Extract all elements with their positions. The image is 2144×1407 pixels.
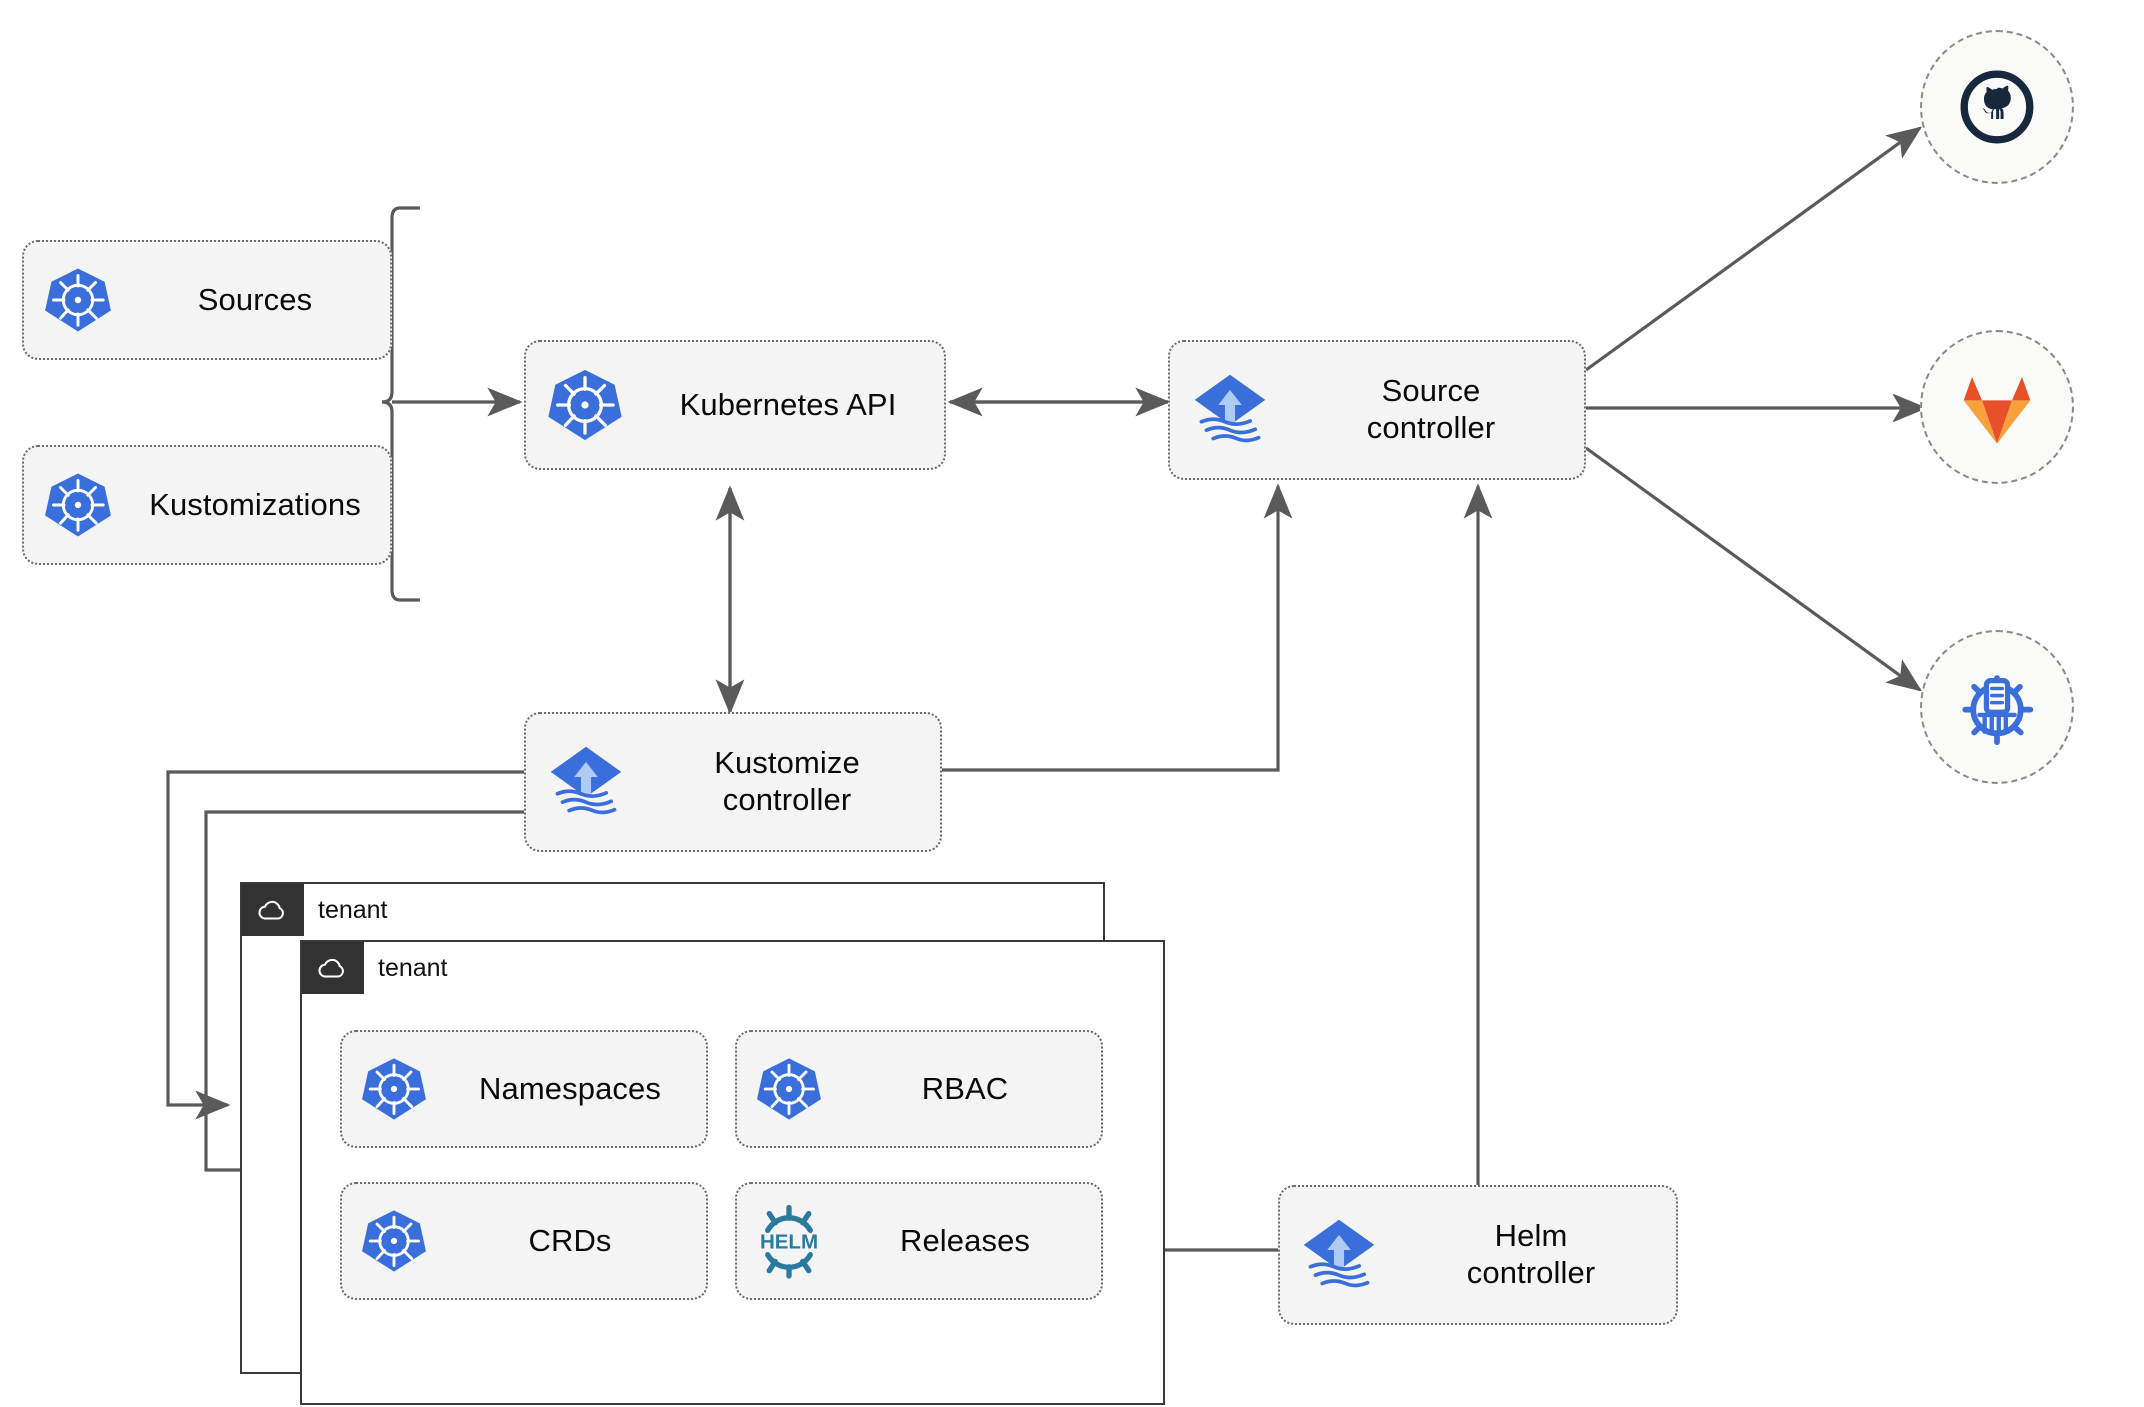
source-controller-line2: controller [1366, 410, 1496, 445]
node-helm-controller[interactable]: Helm controller [1278, 1185, 1678, 1325]
node-namespaces-label: Namespaces [479, 1070, 661, 1106]
kubernetes-icon [737, 1055, 841, 1123]
node-rbac[interactable]: RBAC [735, 1030, 1103, 1148]
cloud-icon [302, 942, 364, 994]
provider-github[interactable] [1920, 30, 2074, 184]
source-controller-line1: Source [1381, 373, 1481, 409]
node-sources-label: Sources [197, 281, 313, 317]
provider-bucket[interactable] [1920, 630, 2074, 784]
cloud-icon [242, 884, 304, 936]
node-releases[interactable]: HELM Releases [735, 1182, 1103, 1300]
gitlab-icon [1963, 377, 2031, 444]
helm-icon: HELM [737, 1203, 841, 1279]
tenant-panel-1-label: tenant [318, 896, 388, 924]
provider-gitlab[interactable] [1920, 330, 2074, 484]
node-kustomize-controller[interactable]: Kustomize controller [524, 712, 942, 852]
node-kubernetes-api-label: Kubernetes API [679, 386, 897, 422]
node-kubernetes-api[interactable]: Kubernetes API [524, 340, 946, 470]
node-sources[interactable]: Sources [22, 240, 392, 360]
tenant-panel-2[interactable]: tenant [300, 940, 1165, 1405]
kubernetes-icon [342, 1207, 446, 1275]
svg-text:HELM: HELM [760, 1231, 818, 1254]
helm-controller-line1: Helm [1494, 1218, 1568, 1254]
node-namespaces[interactable]: Namespaces [340, 1030, 708, 1148]
flux-icon [1280, 1213, 1398, 1297]
node-kustomizations[interactable]: Kustomizations [22, 445, 392, 565]
kubernetes-icon [342, 1055, 446, 1123]
node-helm-controller-label: Helm controller [1398, 1218, 1676, 1291]
helm-controller-line2: controller [1466, 1255, 1596, 1290]
kustomize-controller-line1: Kustomize [714, 745, 860, 781]
node-crds-label: CRDs [528, 1222, 612, 1258]
tenant-panel-2-label: tenant [378, 954, 448, 982]
flux-icon [526, 740, 646, 824]
bucket-icon [1962, 675, 2034, 746]
node-kustomizations-label: Kustomizations [149, 486, 361, 522]
node-crds[interactable]: CRDs [340, 1182, 708, 1300]
kubernetes-icon [526, 366, 644, 444]
kustomize-controller-line2: controller [722, 782, 852, 817]
node-rbac-label: RBAC [921, 1070, 1009, 1106]
flux-icon [1170, 368, 1290, 452]
kubernetes-icon [24, 265, 132, 335]
node-releases-label: Releases [899, 1222, 1031, 1258]
github-icon [1960, 70, 2034, 144]
node-kustomize-controller-label: Kustomize controller [646, 745, 940, 818]
node-source-controller-label: Source controller [1290, 373, 1584, 446]
kubernetes-icon [24, 470, 132, 540]
node-source-controller[interactable]: Source controller [1168, 340, 1586, 480]
